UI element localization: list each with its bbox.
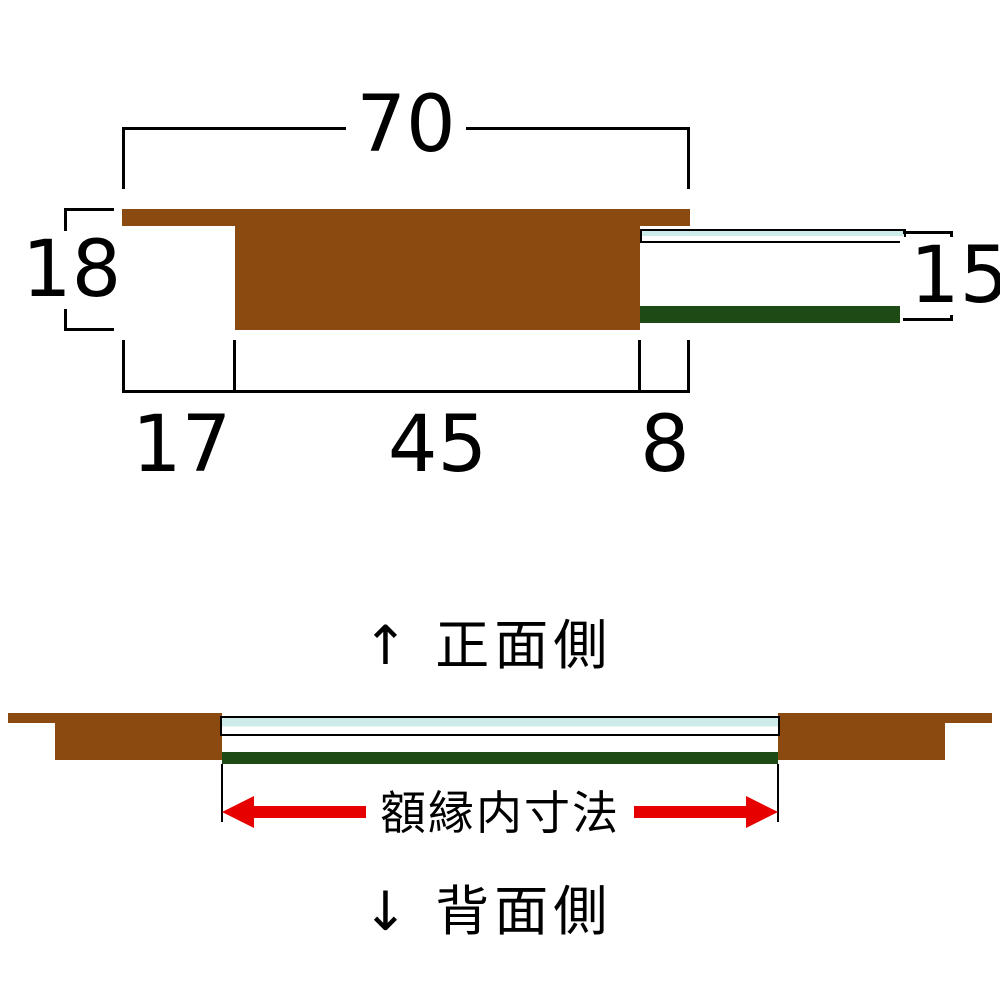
dim-right-height-tick-top [903,231,953,234]
inner-dim-arrow-head-left [222,796,254,828]
dim-bottom-line [122,390,690,393]
dim-left-height-label-wrap: 18 [12,231,132,309]
dim-lip-label: 17 [122,406,242,484]
glass-strip-back [220,716,780,736]
dim-lip-label-wrap: 17 [122,406,242,484]
dim-rabbet-label: 8 [630,406,700,484]
right-block [778,713,945,760]
dim-body-label-wrap: 45 [235,406,640,484]
inner-dim-ext-left [221,764,223,822]
dim-right-height-label-wrap: 15 [900,237,1000,315]
moulding-body [235,209,640,330]
backing-strip [640,306,900,323]
dim-right-height-tick-bottom [903,318,953,321]
inner-dimension-label: 額縁内寸法 [366,786,634,842]
dim-rabbet-label-wrap: 8 [615,406,715,484]
backing-strip-back [222,752,778,764]
inner-dim-ext-right [777,764,779,822]
inner-dimension-label-wrap: 額縁内寸法 [222,786,778,842]
dim-body-label: 45 [377,406,498,484]
dim-bottom-ext-2 [233,340,236,392]
front-side-label: ↑ 正面側 [0,614,975,679]
dim-right-height-label: 15 [900,237,1000,315]
dim-left-height-label: 18 [12,231,132,309]
dim-bottom-ext-4 [687,340,690,392]
inner-dim-arrow-head-right [746,796,778,828]
left-lip [8,713,78,723]
dim-total-width-label-wrap: 70 [122,86,690,164]
glass-strip [640,229,906,243]
back-side-label-text: ↓ 背面側 [362,880,613,943]
right-lip [922,713,992,723]
back-side-label: ↓ 背面側 [0,880,975,945]
dim-left-height-tick-bottom [64,328,114,331]
dim-left-height-tick-top [64,208,114,211]
front-side-label-text: ↑ 正面側 [362,614,613,677]
dim-total-width-tick-left [122,127,125,189]
left-block [55,713,222,760]
dim-bottom-ext-3 [638,340,641,392]
dim-bottom-ext-1 [122,340,125,392]
dim-total-width-tick-right [687,127,690,189]
dim-total-width-label: 70 [346,86,466,164]
